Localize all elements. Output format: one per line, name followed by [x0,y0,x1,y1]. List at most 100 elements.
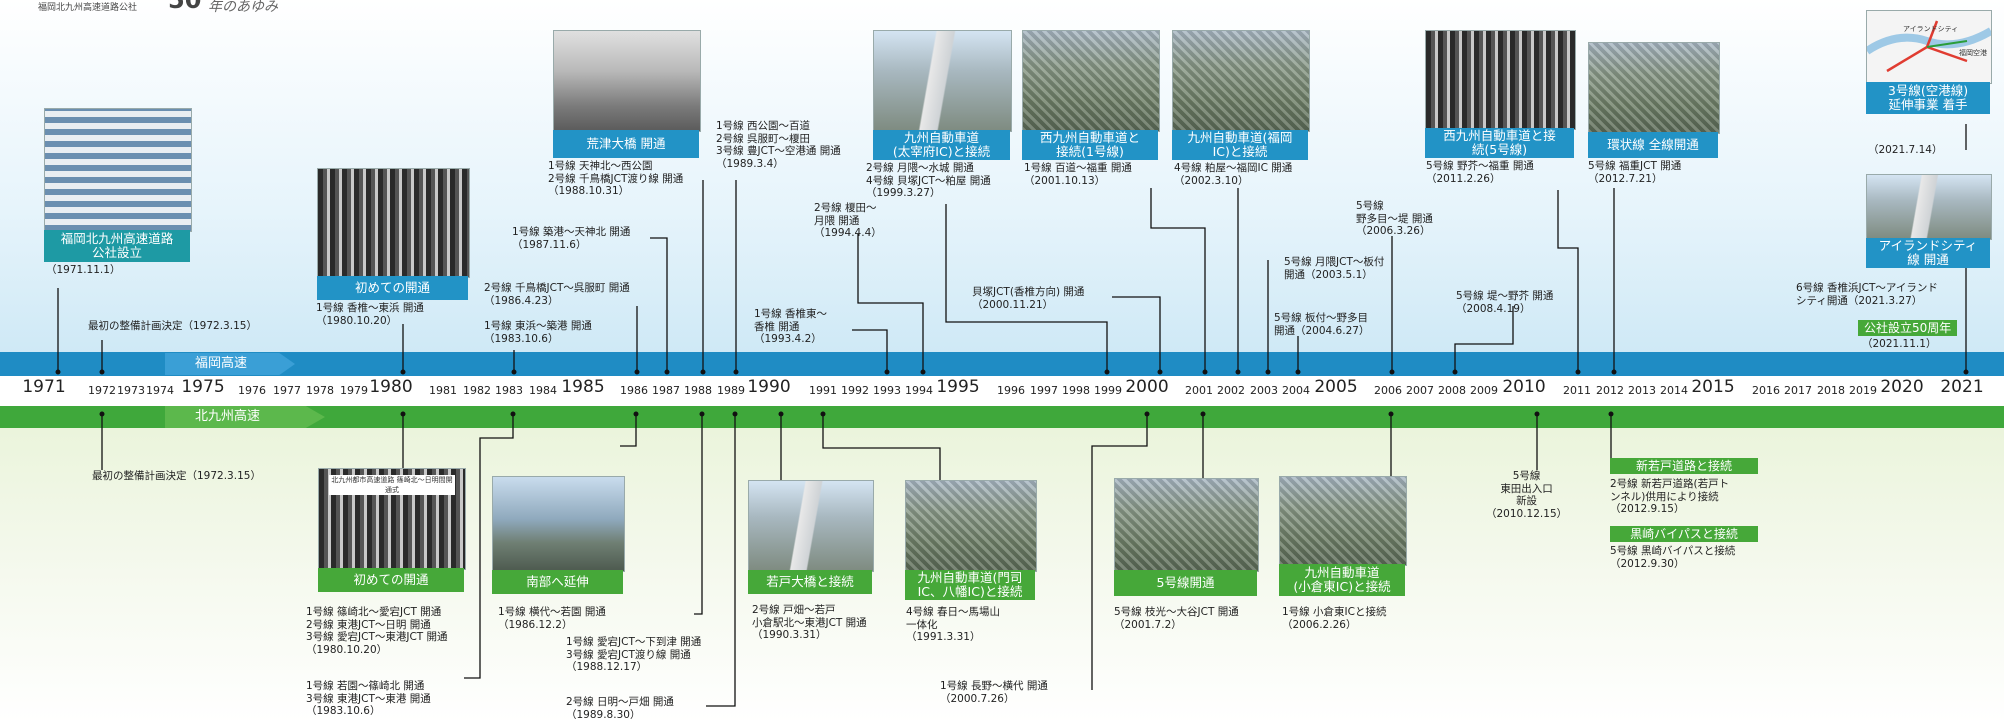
dot-1999 [1104,369,1110,375]
connector-k1988 [694,414,703,615]
year-label: 1978 [306,384,334,397]
island-city-text: 6号線 香椎浜JCT～アイランド シティ開通（2021.3.27） [1796,282,1938,307]
kyushu-fukuoka-ic-caption: 九州自動車道(福岡 IC)と接続 [1172,130,1308,160]
kdot-1988 [699,411,705,417]
year-label: 2003 [1250,384,1278,397]
nishikyushu1-photo [1022,30,1160,132]
kdot-1972 [99,411,105,417]
island-city-photo [1866,174,1992,240]
kyushu-dazaifu-caption: 九州自動車道 (太宰府IC)と接続 [873,130,1010,160]
dot-2011 [1575,369,1581,375]
kyushu-moji-text: 4号線 春日～馬場山 一体化 （1991.3.31） [906,606,1001,643]
founding-caption: 福岡北九州高速道路 公社設立 [44,230,190,262]
dot-2021 [1963,369,1969,375]
connector-1994 [857,234,924,372]
kdot-1983 [510,411,516,417]
connector-2000 [1112,296,1161,372]
event-1989-fukuoka: 1号線 西公園～百道 2号線 呉服町～榎田 3号線 豊JCT～空港通 開通 （1… [716,120,841,170]
year-label: 1980 [369,377,413,397]
arazu-bridge-photo [553,30,701,132]
header-number: 50 [168,0,202,14]
opening-ceremony-sign: 北九州都市高速道路 篠崎北～日明間開通式 [329,475,455,495]
year-label: 2019 [1849,384,1877,397]
kyushu-fukuoka-ic-photo [1172,30,1310,132]
event-1988-kitakyushu: 1号線 愛宕JCT～下到津 開通 3号線 愛宕JCT渡り線 開通 （1988.1… [566,636,702,673]
fukuoka-band [0,352,2004,376]
dot-2012 [1611,369,1617,375]
anniversary-badge: 公社設立50周年 [1858,320,1958,336]
event-2006-fukuoka: 5号線 野多目～堤 開通 （2006.3.26） [1356,200,1433,237]
kyushu-moji-caption: 九州自動車道(門司 IC、八幡IC)と接続 [905,570,1035,600]
kyushu-fukuoka-ic-text: 4号線 粕屋～福岡IC 開通 （2002.3.10） [1174,162,1293,187]
event-2010-kitakyushu: 5号線 東田出入口 新設 （2010.12.15） [1486,470,1568,520]
kurosaki-badge: 黒崎バイパスと接続 [1610,526,1758,542]
year-label: 1995 [936,377,980,397]
kdot-2001 [1200,411,1206,417]
kanjo-photo [1588,42,1720,134]
event-2000-kitakyushu: 1号線 長野～横代 開通 （2000.7.26） [940,680,1048,705]
connector-k1986 [620,414,637,447]
header-subtitle: 年のあゆみ [208,0,278,15]
event-2008-fukuoka: 5号線 堤～野芥 開通 （2008.4.19） [1456,290,1554,315]
event-1986-fukuoka: 2号線 千鳥橋JCT～呉服町 開通 （1986.4.23） [484,282,630,307]
dot-1987 [664,369,670,375]
nishikyushu2-text: 5号線 野芥～福重 開通 （2011.2.26） [1426,160,1534,185]
kyushu-moji-photo [905,480,1037,572]
year-label: 2011 [1563,384,1591,397]
dot-1993 [884,369,890,375]
connector-k1983 [464,414,514,679]
year-label: 1985 [561,377,605,397]
year-label: 2010 [1502,377,1546,397]
year-label: 2001 [1185,384,1213,397]
wakato-bridge-caption: 若戸大橋と接続 [748,570,872,594]
year-label: 1990 [747,377,791,397]
kdot-1986 [633,411,639,417]
nishikyushu1-caption: 西九州自動車道と 接続(1号線) [1022,130,1158,160]
year-label: 1989 [717,384,745,397]
event-2004-fukuoka: 5号線 板付～野多目 開通（2004.6.27） [1274,312,1370,337]
dot-1988 [700,369,706,375]
year-label: 2009 [1470,384,1498,397]
wakato-bridge-photo [748,480,874,572]
event-1987-fukuoka: 1号線 築港～天神北 開通 （1987.11.6） [512,226,631,251]
fukuoka-first-opening-photo [317,168,470,278]
map-label-airport: 福岡空港 [1959,48,1987,57]
kitakyushu-band [0,406,2004,428]
fukuoka-first-opening-text: 1号線 香椎～東浜 開通 （1980.10.20） [316,302,424,327]
kdot-1980 [400,411,406,417]
year-label: 1982 [463,384,491,397]
south-extension-photo [492,476,625,572]
founding-date: （1971.11.1） [46,264,121,276]
kitakyushu-first-opening-caption: 初めての開通 [318,568,464,592]
connector-k1989 [706,414,736,707]
year-label: 1994 [905,384,933,397]
kdot-2010 [1534,411,1540,417]
dot-1989 [733,369,739,375]
nishikyushu2-photo [1425,30,1576,130]
dot-1971 [55,369,61,375]
nishikyushu1-text: 1号線 百道～福重 開通 （2001.10.13） [1024,162,1132,187]
dot-2003 [1265,369,1271,375]
connector-k1991 [822,414,941,480]
kdot-1989 [732,411,738,417]
year-label: 2008 [1438,384,1466,397]
year-label: 1977 [273,384,301,397]
fukuoka-band-label: 福岡高速 [165,353,295,375]
connector-2008 [1454,306,1514,372]
event-2003-fukuoka: 5号線 月隈JCT～板付 開通（2003.5.1） [1284,256,1385,281]
kdot-1990 [778,411,784,417]
year-label: 2014 [1660,384,1688,397]
connector-1993 [852,329,888,372]
plan-decision-kitakyushu: 最初の整備計画決定（1972.3.15） [92,470,261,482]
year-label: 1981 [429,384,457,397]
event-1994-fukuoka: 2号線 榎田～ 月隈 開通 （1994.4.4） [814,202,882,239]
year-label: 1986 [620,384,648,397]
kokura-east-caption: 九州自動車道 (小倉東IC)と接続 [1279,564,1405,596]
kyushu-dazaifu-photo [873,30,1012,132]
kyushu-dazaifu-text: 2号線 月隈～水城 開通 4号線 貝塚JCT～粕屋 開通 （1999.3.27） [866,162,991,199]
wakato-bridge-text: 2号線 戸畑～若戸 小倉駅北～東港JCT 開通 （1990.3.31） [752,604,867,641]
year-label: 2017 [1784,384,1812,397]
kdot-2012 [1608,411,1614,417]
year-label: 1991 [809,384,837,397]
